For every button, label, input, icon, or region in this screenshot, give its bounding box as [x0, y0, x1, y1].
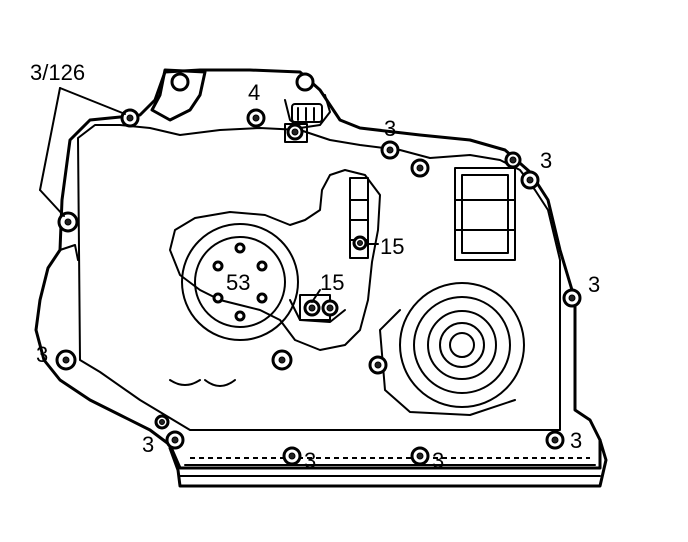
- bolt: [165, 430, 185, 450]
- callout-label: 3: [142, 432, 154, 457]
- bolt: [120, 108, 140, 128]
- housing-outline: [34, 68, 602, 470]
- bolt: [321, 299, 339, 317]
- bolt: [57, 211, 79, 233]
- callout-label: 3: [36, 342, 48, 367]
- bolt: [545, 430, 565, 450]
- callout-labels: 3/126 4 3 3 15 15 53 3 3 3 3 3 3: [30, 60, 600, 473]
- bolt: [246, 108, 266, 128]
- bolt: [504, 151, 522, 169]
- bolt: [410, 446, 430, 466]
- callout-label: 4: [248, 80, 260, 105]
- callout-label: 3: [432, 448, 444, 473]
- leader-lines: [39, 87, 379, 303]
- upper-mounting-boss: [150, 68, 331, 129]
- bolt: [410, 158, 430, 178]
- callout-label: 3: [570, 428, 582, 453]
- bolt: [520, 170, 540, 190]
- bolt: [352, 235, 368, 251]
- callout-label: 3: [588, 272, 600, 297]
- cutaway-region: [59, 169, 381, 351]
- callout-label: 3: [384, 116, 396, 141]
- oil-pan: [168, 438, 608, 488]
- callout-label: 15: [380, 234, 404, 259]
- bolt: [154, 414, 170, 430]
- bolt: [271, 349, 293, 371]
- drive-housing: [379, 282, 525, 416]
- callout-label: 3/126: [30, 60, 85, 85]
- bolt: [368, 355, 388, 375]
- bolt: [282, 446, 302, 466]
- cover-bolts: [55, 108, 582, 466]
- bolt: [562, 288, 582, 308]
- bolt: [286, 123, 304, 141]
- bolt: [380, 140, 400, 160]
- interior-lobes: [169, 294, 346, 387]
- right-bracket: [454, 167, 516, 261]
- callout-label: 15: [320, 270, 344, 295]
- bolt: [55, 349, 77, 371]
- callout-label: 3: [304, 448, 316, 473]
- callout-label: 53: [226, 270, 250, 295]
- callout-label: 3: [540, 148, 552, 173]
- accumulator-53: [181, 223, 299, 341]
- bolt: [303, 299, 321, 317]
